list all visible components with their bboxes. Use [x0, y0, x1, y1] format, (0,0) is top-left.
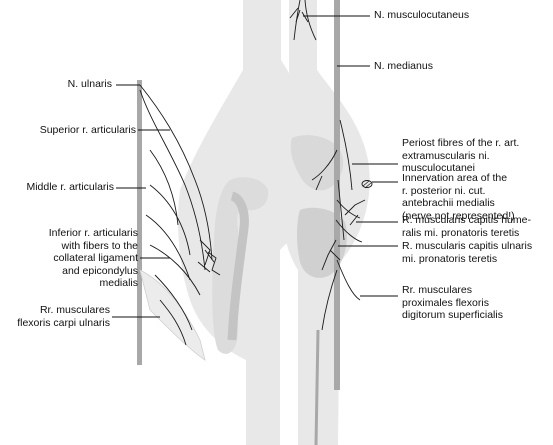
- label-middle-r-articularis: Middle r. articularis: [26, 181, 114, 193]
- label-line: mi. pronatoris teretis: [402, 252, 498, 265]
- label-periost-fibres: Periost fibres of the r. art. extramuscu…: [402, 137, 519, 175]
- right-innervation-hatch: [362, 180, 372, 189]
- label-line: with fibers to the: [61, 239, 138, 252]
- left-nerve-branches: [139, 84, 221, 346]
- label-n-ulnaris: N. ulnaris: [67, 78, 112, 90]
- label-superior-r-articularis: Superior r. articularis: [39, 124, 136, 136]
- left-ulna-shape: [212, 177, 269, 354]
- label-line: Periost fibres of the r. art.: [402, 137, 520, 149]
- label-line: Rr. musculares: [39, 304, 110, 316]
- label-line: flexoris carpi ulnaris: [17, 316, 110, 329]
- left-forearm-muscle: [139, 269, 206, 361]
- label-line: medialis: [99, 277, 138, 289]
- left-elbow-view: [137, 0, 321, 445]
- label-line: Innervation area of the: [402, 172, 508, 184]
- right-musculocutaneous-trunk: [314, 329, 320, 445]
- label-line: Rr. musculares: [402, 284, 473, 296]
- right-elbow-view: [281, 0, 373, 445]
- label-line: R. muscularis capitis ulnaris: [402, 240, 533, 252]
- leader-lines: [112, 15, 398, 318]
- label-line: extramuscularis ni.: [402, 149, 490, 162]
- label-line: R. muscularis capitis hume-: [402, 214, 531, 226]
- label-line: collateral ligament: [53, 252, 138, 264]
- label-rr-musculares-proximales: Rr. musculares proximales flexoris digit…: [402, 284, 503, 322]
- label-rr-musculares-flexoris: Rr. musculares flexoris carpi ulnaris: [2, 304, 110, 329]
- label-line: antebrachii medialis: [402, 197, 495, 209]
- right-median-nerve-trunk: [334, 0, 340, 390]
- right-innervation-area-spot: [361, 180, 373, 188]
- right-nerve-branches: [289, 0, 366, 331]
- right-capitulum: [290, 135, 344, 191]
- label-r-muscularis-ulnaris: R. muscularis capitis ulnaris mi. pronat…: [402, 240, 532, 265]
- label-n-medianus: N. medianus: [374, 60, 433, 72]
- label-line: r. posterior ni. cut.: [402, 184, 486, 197]
- label-line: Inferior r. articularis: [48, 227, 138, 239]
- left-humerus-bone: [178, 0, 321, 445]
- label-line: and epicondylus: [62, 264, 138, 277]
- label-line: (nerve not represented!): [402, 209, 515, 222]
- label-line: digitorum superficialis: [402, 309, 503, 321]
- label-line: proximales flexoris: [402, 296, 489, 309]
- label-line: musculocutanei: [402, 162, 475, 174]
- label-r-muscularis-humeralis: R. muscularis capitis hume- ralis mi. pr…: [402, 214, 531, 239]
- label-line: ralis mi. pronatoris teretis: [402, 226, 520, 239]
- left-joint-capsule: [227, 191, 249, 341]
- label-innervation-area: Innervation area of the r. posterior ni.…: [402, 172, 515, 222]
- label-inferior-r-articularis: Inferior r. articularis with fibers to t…: [2, 227, 138, 290]
- label-n-musculocutaneus: N. musculocutaneus: [374, 9, 470, 21]
- left-ulnar-nerve-trunk: [137, 80, 142, 365]
